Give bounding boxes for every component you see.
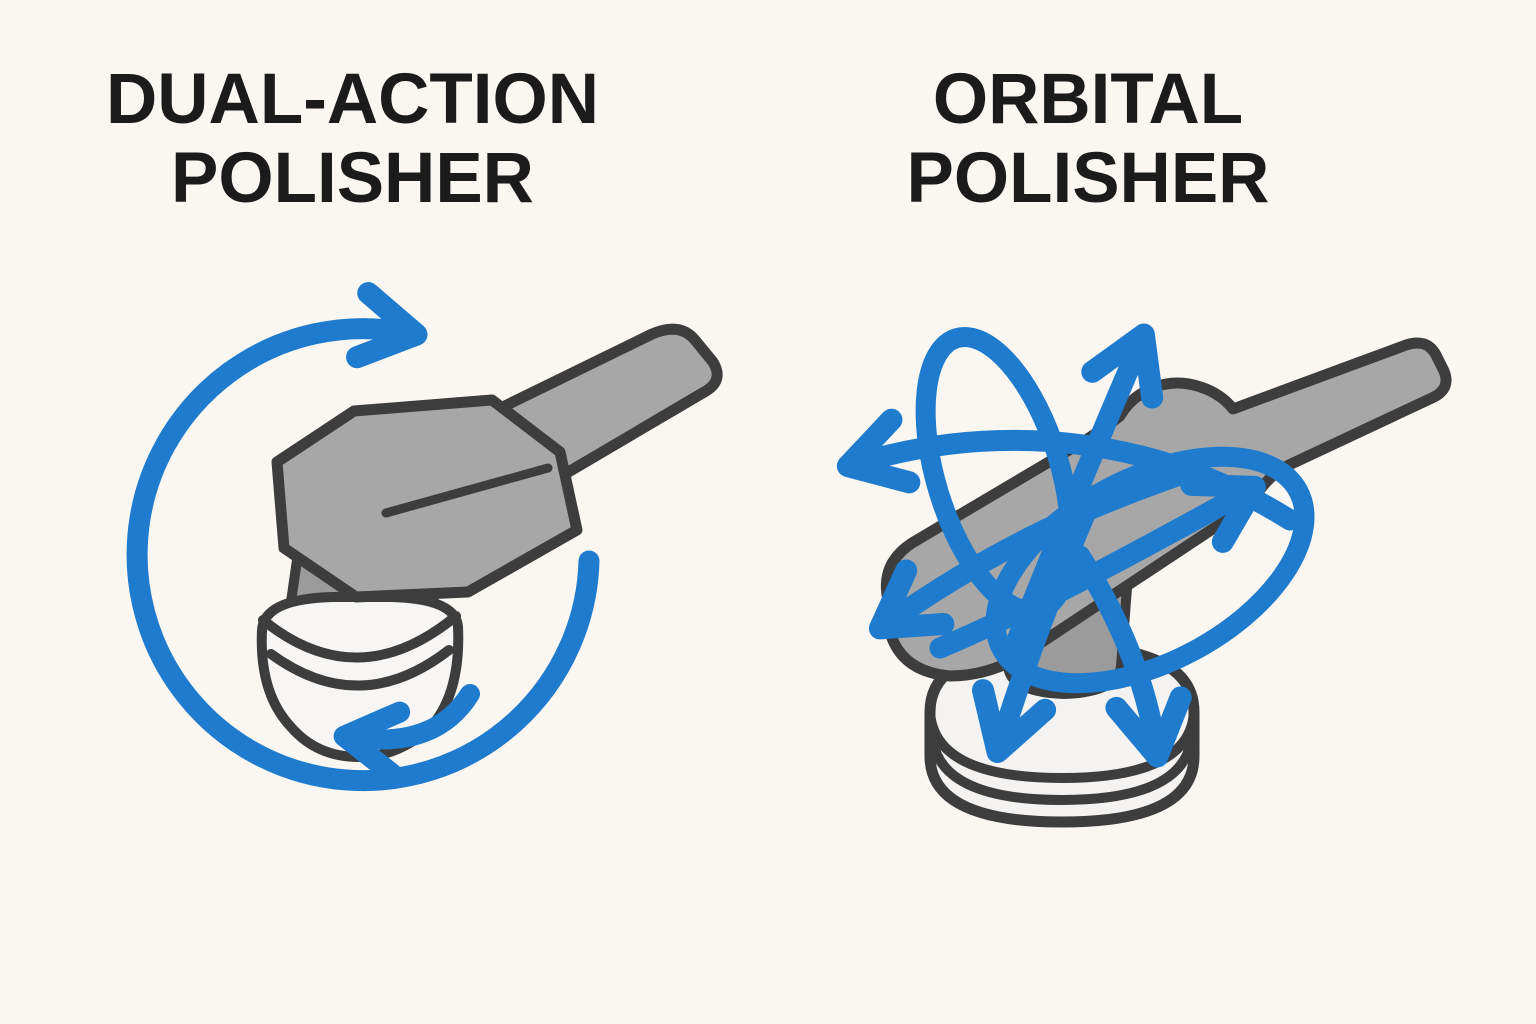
orbit-arrow-down-onto-pad xyxy=(971,487,1103,764)
left-title-line2: POLISHER xyxy=(171,139,534,218)
pad-rim-line xyxy=(928,737,1196,805)
orbit-arrow-down-onto-pad xyxy=(1069,545,1192,768)
pad-rim-line xyxy=(258,611,461,663)
left-title: DUAL-ACTION POLISHER xyxy=(90,60,615,218)
right-title: ORBITAL POLISHER xyxy=(825,60,1351,218)
orbit-circle-arrow xyxy=(126,282,600,792)
right-title-line1: ORBITAL xyxy=(932,60,1244,139)
orbital-polisher-figure xyxy=(836,323,1452,828)
pad-spin-arrow xyxy=(333,684,480,785)
orbit-loop xyxy=(985,446,1315,694)
rotation-arrow-icon xyxy=(126,282,600,792)
left-title-line1: DUAL-ACTION xyxy=(106,60,599,139)
right-title-line2: POLISHER xyxy=(906,139,1270,218)
pad-rim-line xyxy=(266,645,454,691)
dual-action-polisher-figure xyxy=(126,282,723,792)
orbital-arrows-icon xyxy=(836,323,1315,768)
orbit-arrow-down-left xyxy=(868,457,1211,640)
head-vent-line xyxy=(381,463,553,518)
